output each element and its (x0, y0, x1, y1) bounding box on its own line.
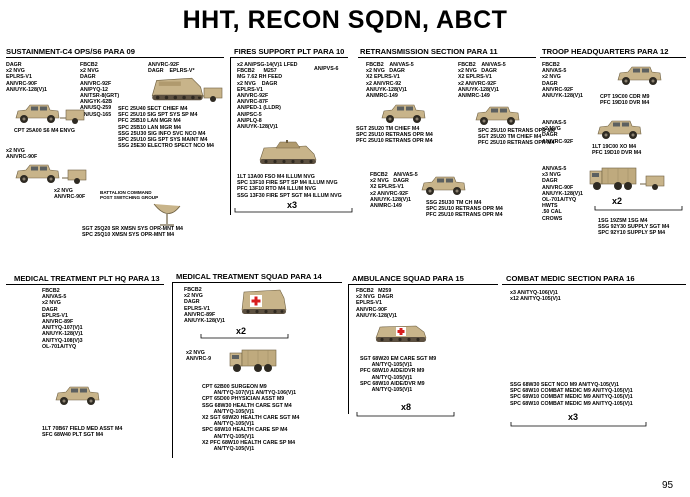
medsq-staff: CPT 62B00 SURGEON M9 AN/TYQ-107(V)1 AN/T… (202, 384, 299, 452)
retrans-equipment-b: FBCB2 AN/VAS-5 x2 NVG DAGR X2 EPLRS-V1 x… (458, 62, 506, 99)
fires-header: FIRES SUPPORT PLT PARA 10 (234, 47, 344, 56)
trailer-icon (640, 174, 670, 194)
satellite-dish-icon (150, 200, 184, 226)
retrans-staff-a: SGT 25U20 TM CHIEF M4 SPC 25U10 RETRANS … (356, 126, 433, 145)
combat-header: COMBAT MEDIC SECTION PARA 16 (506, 274, 635, 283)
humvee-icon (14, 164, 64, 186)
troophq-equipment-c: AN/VAS-5 x3 NVG DAGR AN/VRC-90F AN/UYK-1… (542, 166, 583, 222)
medhq-equipment: FBCB2 AN/VAS-5 x2 NVG DAGR EPLRS-V1 AN/V… (42, 288, 83, 350)
medsq-rule (172, 282, 342, 283)
cargo-truck-icon (588, 168, 640, 194)
combat-equipment: x3 AN/TYQ-106(V)1 x12 AN/TYQ-105(V)1 (510, 290, 561, 302)
combat-staff: SSG 68W30 SECT NCO M9 AN/TYQ-105(V)1 SPC… (510, 382, 633, 407)
troophq-multiplier: x2 (612, 196, 622, 206)
humvee-icon (616, 66, 666, 88)
medsq-divider (172, 282, 173, 458)
troophq-staff-a: CPT 19C00 CDR M9 PFC 19D10 DVR M4 (600, 94, 649, 106)
sustainment-equipment-3: x2 NVG AN/VRC-90F (54, 188, 85, 200)
amb-divider (348, 284, 349, 414)
sustainment-equipment-2: x2 NVG AN/VRC-90F (6, 148, 37, 160)
retrans-header: RETRANSMISSION SECTION PARA 11 (360, 47, 498, 56)
humvee-icon (474, 106, 524, 128)
sustainment-header: SUSTAINMENT-C4 OPS/S6 PARA 09 (6, 47, 135, 56)
amb-rule (348, 284, 498, 285)
retrans-rule (358, 57, 536, 58)
trailer-icon (60, 108, 90, 128)
medhq-header: MEDICAL TREATMENT PLT HQ PARA 13 (14, 274, 160, 283)
combat-rule (502, 284, 686, 285)
retrans-staff-c: SSG 25U30 TM CH M4 SPC 25U10 RETRANS OPR… (426, 200, 503, 219)
trailer-icon (62, 168, 92, 188)
medhq-rule (6, 284, 164, 285)
troophq-staff-b: 1LT 19C00 XO M4 PFC 19D10 DVR M4 (592, 144, 641, 156)
combat-multiplier: x3 (568, 412, 578, 422)
sustainment-rule (6, 57, 224, 58)
sustainment-cpt: CPT 25A00 S6 M4 ENVG (14, 128, 75, 134)
troophq-header: TROOP HEADQUARTERS PARA 12 (542, 47, 668, 56)
troophq-equipment-a: FBCB2 AN/VAS-5 x2 NVG DAGR AN/VRC-92F AN… (542, 62, 583, 99)
fires-rule (230, 57, 348, 58)
medsq-equipment-a: FBCB2 x2 NVG DAGR EPLRS-V1 AN/VRC-89F AN… (184, 287, 225, 324)
ambulance-vehicle-icon (374, 324, 430, 346)
retrans-equipment-a: FBCB2 AN/VAS-5 x2 NVG DAGR X2 EPLRS-V1 x… (366, 62, 414, 99)
retrans-equipment-c: FBCB2 AN/VAS-5 x2 NVG DAGR X2 EPLRS-V1 x… (370, 172, 418, 209)
humvee-icon (54, 386, 104, 408)
troophq-staff-c: 1SG 19Z5M 1SG M4 SSG 92Y30 SUPPLY SGT M4… (598, 218, 669, 237)
humvee-icon (596, 120, 646, 142)
humvee-icon (380, 104, 430, 126)
page-title: HHT, RECON SQDN, ABCT (0, 6, 690, 35)
amb-equipment: FBCB2 M259 x2 NVG DAGR EPLRS-V1 AN/VRC-9… (356, 288, 397, 319)
troophq-equipment-b: AN/VAS-5 x2 NVG DAGR AN/VRC-92F (542, 120, 573, 145)
sustainment-staff: SFC 25U40 SECT CHIEF M4 SFC 25U10 SIG SP… (118, 106, 214, 149)
humvee-icon (14, 104, 64, 126)
cargo-truck-icon (228, 350, 280, 376)
ambulance-vehicle-icon (240, 288, 292, 318)
page-number: 95 (662, 480, 673, 491)
medhq-staff: 1LT 70B67 FIELD MED ASST M4 SFC 68W40 PL… (42, 426, 122, 438)
amb-header: AMBULANCE SQUAD PARA 15 (352, 274, 464, 283)
sustainment-sgt: SGT 25Q20 SR XMSN SYS OPR-MNT M4 SPC 25Q… (82, 226, 183, 238)
trailer-icon (198, 86, 228, 106)
fires-pvs: AN/PVS-6 (314, 66, 338, 72)
fires-staff: 1LT 13A00 FSO M4 ILLUM NVG SPC 13F10 FIR… (237, 174, 342, 199)
sustainment-equipment-right: AN/VRC-92F DAGR EPLRS-V* (148, 62, 195, 74)
fires-divider (230, 57, 231, 215)
medsq-header: MEDICAL TREATMENT SQUAD PARA 14 (176, 272, 322, 281)
fist-vehicle-icon (258, 140, 324, 168)
combat-bracket (510, 422, 648, 428)
amb-multiplier: x8 (401, 402, 411, 412)
medsq-bracket (200, 334, 290, 340)
amb-bracket (356, 412, 456, 418)
amb-staff: SGT 68W20 EM CARE SGT M9 AN/TYQ-105(V)1 … (360, 356, 436, 393)
troophq-bracket (594, 206, 684, 212)
fires-equipment: x2 AN/PSG-14(V)1 LFED FBCB2 M257 MG 7.62… (237, 62, 297, 130)
humvee-icon (420, 176, 470, 198)
medsq-equipment-b: x2 NVG AN/VRC-9 (186, 350, 211, 362)
sustainment-equipment-left: DAGR x2 NVG EPLRS-V1 AN/VRC-90F AN/UYK-1… (6, 62, 47, 93)
fires-bracket (234, 208, 354, 214)
troophq-rule (540, 57, 686, 58)
